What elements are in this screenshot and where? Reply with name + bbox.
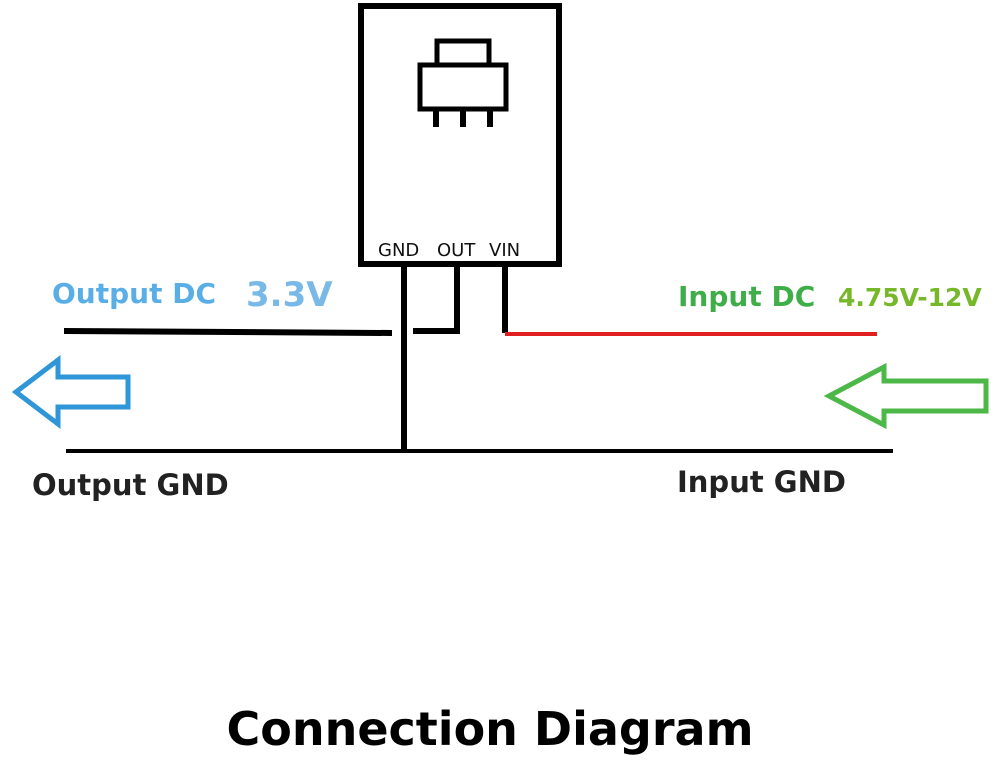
arrow-left-icon xyxy=(11,354,131,430)
output-dc-wire xyxy=(63,328,393,336)
pin-label-gnd: GND xyxy=(378,240,419,261)
output-voltage: 3.3V xyxy=(246,275,333,315)
pin-label-vin: VIN xyxy=(489,240,520,261)
output-dc-label: Output DC xyxy=(52,277,216,310)
diagram-title: Connection Diagram xyxy=(226,702,753,756)
out-pin-wire xyxy=(413,264,460,334)
regulator-module xyxy=(358,3,562,267)
output-gnd-label: Output GND xyxy=(32,468,229,502)
to220-regulator-icon xyxy=(417,38,509,127)
input-gnd-label: Input GND xyxy=(677,465,846,499)
input-voltage: 4.75V-12V xyxy=(838,283,982,312)
input-dc-label: Input DC xyxy=(678,280,815,313)
pin-label-out: OUT xyxy=(437,240,476,261)
arrow-left-icon xyxy=(823,362,989,430)
